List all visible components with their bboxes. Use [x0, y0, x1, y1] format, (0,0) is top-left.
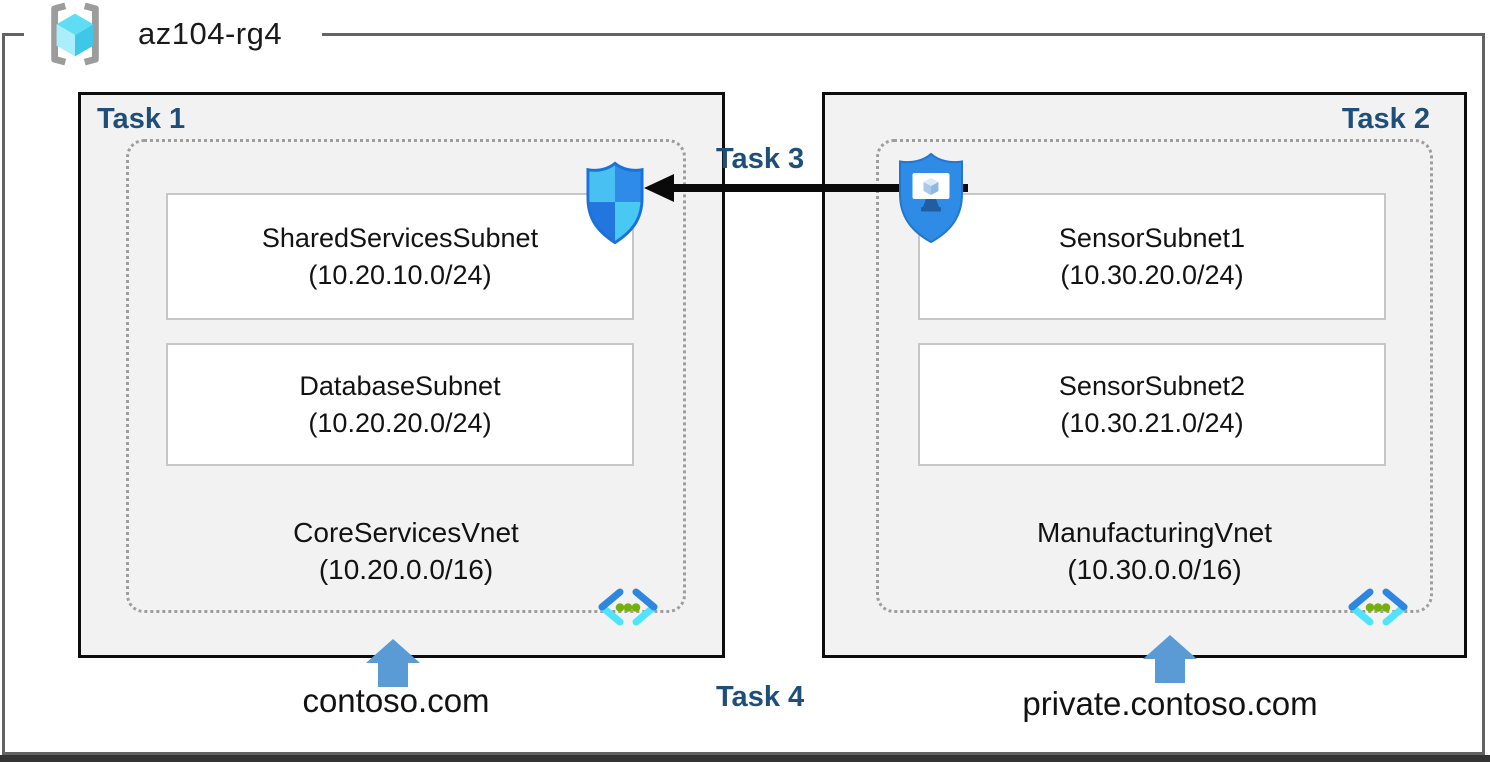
vnet-cidr: (10.20.0.0/16): [318, 554, 494, 585]
subnet-name: SensorSubnet2: [1058, 370, 1246, 401]
black-left-arrow-head: [644, 174, 674, 202]
network-security-group-icon: [586, 161, 644, 245]
task3-label: Task 3: [716, 143, 805, 175]
subnet-name: DatabaseSubnet: [299, 370, 501, 401]
resource-group-title: az104-rg4: [24, 0, 323, 68]
blue-up-arrow-head: [1143, 635, 1197, 659]
blue-up-arrow: [366, 639, 420, 687]
blue-up-arrow: [1143, 635, 1197, 683]
task1-label: Task 1: [97, 103, 186, 135]
database-subnet-card: DatabaseSubnet (10.20.20.0/24): [166, 343, 634, 466]
task2-label: Task 2: [1341, 103, 1430, 135]
subnet-cidr: (10.30.20.0/24): [1060, 259, 1244, 290]
bastion-icon: [899, 152, 963, 244]
private-contoso-dns-label: private.contoso.com: [1022, 685, 1318, 722]
manufacturing-vnet-label: ManufacturingVnet (10.30.0.0/16): [876, 514, 1433, 588]
subnet-cidr: (10.20.20.0/24): [308, 407, 492, 438]
task4-label: Task 4: [716, 681, 805, 713]
subnet-name: SensorSubnet1: [1058, 222, 1246, 253]
virtual-network-icon: [598, 588, 658, 626]
vnet-name: CoreServicesVnet: [293, 517, 519, 548]
resource-group-name: az104-rg4: [138, 16, 283, 51]
resource-group-icon: [51, 2, 99, 66]
core-services-vnet-boundary: [126, 139, 686, 613]
contoso-dns-label: contoso.com: [302, 682, 490, 719]
vnet-cidr: (10.30.0.0/16): [1067, 554, 1242, 585]
blue-up-arrow-head: [366, 639, 420, 663]
sensor-subnet1-card: SensorSubnet1 (10.30.20.0/24): [918, 193, 1386, 320]
subnet-name: SharedServicesSubnet: [261, 222, 539, 253]
task1-panel: Task 1 SharedServicesSubnet (10.20.10.0/…: [78, 92, 725, 658]
subnet-cidr: (10.30.21.0/24): [1060, 407, 1244, 438]
vnet-name: ManufacturingVnet: [1036, 517, 1273, 548]
blue-up-arrow-stem: [378, 663, 408, 687]
sensor-subnet2-card: SensorSubnet2 (10.30.21.0/24): [918, 343, 1386, 466]
blue-up-arrow-stem: [1155, 659, 1185, 683]
shared-services-subnet-card: SharedServicesSubnet (10.20.10.0/24): [166, 193, 634, 320]
bottom-edge-bar: [0, 755, 1490, 762]
virtual-network-icon: [1348, 588, 1408, 626]
core-services-vnet-label: CoreServicesVnet (10.20.0.0/16): [126, 514, 686, 588]
black-left-arrow-line: [674, 184, 968, 192]
manufacturing-vnet-boundary: [876, 139, 1433, 613]
subnet-cidr: (10.20.10.0/24): [308, 259, 492, 290]
